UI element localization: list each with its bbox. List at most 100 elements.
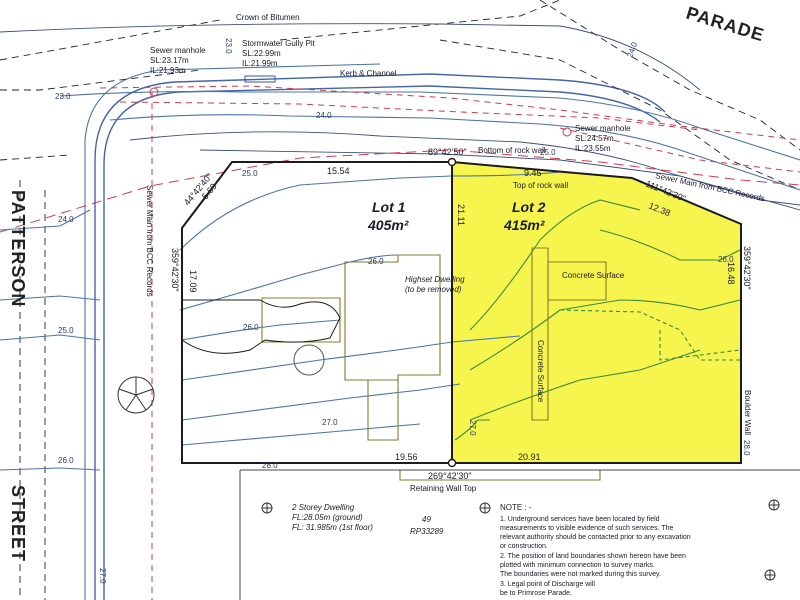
note-1-line-4: or construction. [500,543,548,550]
sewer-line-top [99,85,800,141]
survey-mark-icon [261,499,780,581]
contour-line-23 [59,90,800,161]
contour-interior-5 [181,383,461,421]
contour-label-26-left: 26.0 [243,323,259,332]
dim-17-09: 17.09 [188,270,198,293]
bearing-top: 89°42'50" [428,147,467,157]
label-top-rock-wall: Top of rock wall [513,181,568,190]
notes-title: NOTE : - [500,503,532,512]
driveway-outline [181,299,341,354]
contour-label-24-left: 24.0 [58,215,74,224]
lot2-highlight [452,162,741,463]
vegetation-line-1 [469,199,641,331]
contour-label-27-bottom: 27.0 [98,568,107,584]
retaining-wall-outline [380,469,601,481]
contour-label-25-top: 25.0 [242,169,258,178]
vegetation-line-5 [454,419,490,441]
street-name-parade: PARADE [684,3,767,46]
contour-line-24 [109,114,800,191]
note-3-line-2: be to Primrose Parade. [500,590,572,597]
road-dash-8 [0,154,71,161]
contour-label-26-right: 26.0 [718,255,734,264]
label-sewer-manhole-2-il: IL:23.55m [575,144,611,153]
label-stormwater-il: IL:21.99m [242,59,278,68]
note-1-line-2: measurements to visible evidence of such… [500,525,674,532]
dim-19-56: 19.56 [395,452,418,462]
label-fl-first: FL: 31.985m (1st floor) [292,523,373,532]
lot1-name: Lot 1 [372,199,406,215]
contour-label-27-mid: 27.0 [468,420,477,436]
label-concrete-surface-1: Concrete Surface [562,271,625,280]
contour-label-28-right: 28.0 [742,440,751,456]
lot1-area: 405m² [367,217,409,233]
contour-label-25-left: 25.0 [58,326,74,335]
label-retaining-wall-top: Retaining Wall Top [410,484,477,493]
street-name-patterson: PATTERSON [8,190,28,307]
lot-boundary [181,161,742,464]
label-sewer-main-left: Sewer Main from BCC Records [145,185,154,297]
contour-interior-3 [181,319,341,341]
label-crown-of-bitumen: Crown of Bitumen [236,13,300,22]
contour-label-23-top: 23.0 [55,92,71,101]
label-fl-ground: FL:28.05m (ground) [292,513,363,522]
dwelling-stairs-outline [367,379,399,441]
label-highset-note: (to be removed) [405,285,462,294]
street-name-street: STREET [8,485,28,562]
contour-label-27-left: 27.0 [322,418,338,427]
sewer-main-right [559,127,800,173]
note-2-line-3: The boundaries were not marked during th… [500,571,661,578]
vegetation-line-3 [469,349,701,421]
contour-left-1 [0,295,101,301]
label-sewer-manhole-2-sl: SL:24.57m [575,134,614,143]
label-two-storey-dwelling: 2 Storey Dwelling [291,503,355,512]
boundary-marker-top [447,157,457,167]
note-2-line-1: 2. The position of land boundaries shown… [500,553,686,560]
contour-label-24-mid: 24.0 [316,111,332,120]
dim-21-11: 21.11 [456,204,466,226]
boundary-marker-bottom [447,458,457,468]
note-3-line-1: 3. Legal point of Discharge will [500,581,595,588]
kerb-line [94,73,666,600]
contour-interior-4 [181,335,521,381]
vegetation-line-4 [599,229,741,261]
note-1-line-1: 1. Underground services have been locate… [500,516,660,523]
contour-line-rock [199,149,800,211]
concrete-surface-2-outline [531,247,549,421]
lower-property-line [239,469,800,600]
label-highset-dwelling: Highset Dwelling [405,275,465,284]
road-dash-4 [439,39,800,191]
dim-20-91: 20.91 [518,452,541,462]
label-sewer-manhole-1-sl: SL:23.17m [150,56,189,65]
road-dash-1 [0,19,221,61]
label-stormwater-sl: SL:22.99m [242,49,281,58]
contour-interior-6 [181,423,421,446]
vegetation-line-2 [469,299,741,371]
vegetation-dash-2 [659,330,741,361]
dim-16-48: 16.48 [726,262,736,285]
manhole-icon [149,75,572,137]
road-dash-2 [0,69,201,91]
tree-icon [117,376,155,414]
road-edge-left [84,63,381,600]
contour-label-23-side: 23.0 [224,38,233,54]
label-lot-49: 49 [422,515,431,524]
highset-dwelling-outline [344,254,441,381]
label-boulder-wall: Boulder Wall [743,390,752,435]
contour-interior-1 [179,171,561,251]
contour-label-26-dwell: 26.0 [368,257,384,266]
contour-left-2 [0,334,101,341]
contour-left-3 [0,467,101,471]
crown-of-bitumen-line [0,23,701,91]
label-stormwater: Stormwater Gully Pit [242,39,316,48]
contour-label-26-lower: 26.0 [58,456,74,465]
bearing-bottom: 269°42'30" [428,471,472,481]
label-sewer-manhole-1-il: IL:21.93m [150,66,186,75]
dim-15-54: 15.54 [327,166,350,176]
bearing-left: 359°42'30" [170,248,180,292]
note-1-line-3: relevant authority should be contacted p… [500,534,691,541]
label-concrete-surface-2: Concrete Surface [536,340,545,403]
label-sewer-manhole-1: Sewer manhole [150,46,206,55]
circle-feature-icon [293,344,325,376]
lot2-name: Lot 2 [512,199,546,215]
